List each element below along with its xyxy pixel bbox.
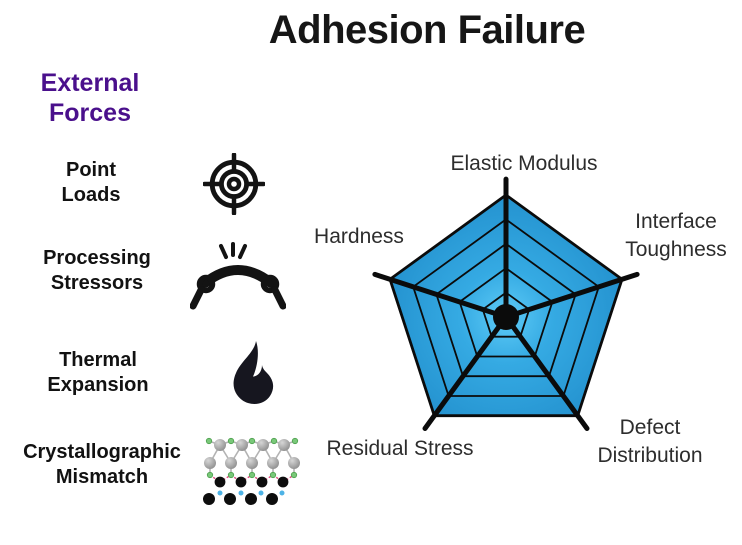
crystal-line-2: Mismatch xyxy=(55,466,149,488)
point-loads-label: Point Loads xyxy=(21,158,161,208)
interface-line-1: Interface xyxy=(635,210,717,233)
external-forces-heading: External Forces xyxy=(22,68,158,128)
heading-line-2: Forces xyxy=(49,99,131,127)
page-title: Adhesion Failure xyxy=(268,8,586,52)
thermal-line-2: Expansion xyxy=(47,374,149,396)
lattice-bonds-mismatch xyxy=(209,474,295,483)
point-loads-line-2: Loads xyxy=(61,184,121,206)
thermal-line-1: Thermal xyxy=(59,349,137,371)
flame-icon xyxy=(233,341,274,404)
defect-line-1: Defect xyxy=(619,416,681,439)
target-icon xyxy=(203,153,265,215)
axis-label-defect-distribution: Defect Distribution xyxy=(577,414,723,470)
thermal-expansion-label: Thermal Expansion xyxy=(18,348,178,398)
axis-label-elastic-modulus: Elastic Modulus xyxy=(450,152,598,175)
lattice-blue-atoms xyxy=(217,490,285,496)
crystallographic-mismatch-label: Crystallographic Mismatch xyxy=(8,440,196,490)
defect-line-2: Distribution xyxy=(597,444,703,468)
axis-label-interface-toughness: Interface Toughness xyxy=(608,208,742,264)
lattice-black-atoms xyxy=(203,476,289,505)
processing-stressors-label: Processing Stressors xyxy=(11,246,183,296)
crystal-line-1: Crystallographic xyxy=(23,441,181,463)
processing-line-1: Processing xyxy=(43,247,151,269)
heading-line-1: External xyxy=(40,69,140,97)
processing-line-2: Stressors xyxy=(50,272,144,294)
radar-chart xyxy=(372,176,640,431)
axis-label-hardness: Hardness xyxy=(314,225,404,248)
lattice-gray-atoms xyxy=(204,439,300,469)
interface-line-2: Toughness xyxy=(625,238,727,262)
lattice-green-atoms xyxy=(205,437,299,479)
tension-chain-icon xyxy=(190,242,286,310)
crystal-lattice-icon xyxy=(203,437,300,505)
axis-label-residual-stress: Residual Stress xyxy=(326,437,474,460)
point-loads-line-1: Point xyxy=(66,159,116,181)
